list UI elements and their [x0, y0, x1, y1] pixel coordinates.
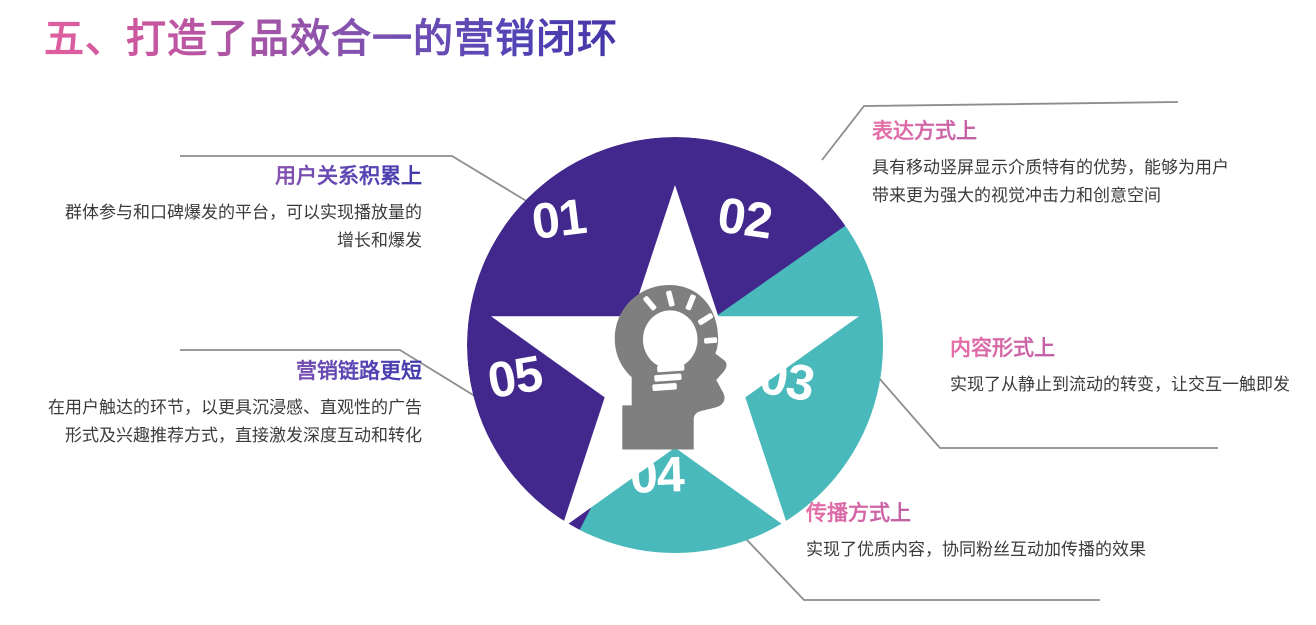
- head-lightbulb-icon: [614, 285, 727, 450]
- info-block-01-body: 群体参与和口碑爆发的平台，可以实现播放量的增长和爆发: [65, 203, 422, 250]
- info-block-05: 营销链路更短 在用户触达的环节，以更具沉浸感、直观性的广告形式及兴趣推荐方式，直…: [40, 358, 422, 449]
- info-block-02-body: 具有移动竖屏显示介质特有的优势，能够为用户带来更为强大的视觉冲击力和创意空间: [872, 158, 1229, 205]
- wheel-number-01[interactable]: 01: [528, 187, 589, 251]
- info-block-01-heading: 用户关系积累上: [60, 163, 422, 190]
- info-block-03-body: 实现了从静止到流动的转变，让交互一触即发: [950, 375, 1290, 395]
- info-block-04-body: 实现了优质内容，协同粉丝互动加传播的效果: [806, 540, 1146, 560]
- wheel-graphic: 01 02 03 04 05: [460, 130, 890, 560]
- info-block-01: 用户关系积累上 群体参与和口碑爆发的平台，可以实现播放量的增长和爆发: [60, 163, 422, 254]
- info-block-03: 内容形式上 实现了从静止到流动的转变，让交互一触即发: [950, 335, 1295, 399]
- wheel-teal-wedge: [579, 225, 884, 555]
- wheel-number-05[interactable]: 05: [483, 344, 547, 410]
- info-block-05-heading: 营销链路更短: [40, 358, 422, 385]
- info-block-05-body: 在用户触达的环节，以更具沉浸感、直观性的广告形式及兴趣推荐方式，直接激发深度互动…: [48, 398, 422, 445]
- page-title: 五、打造了品效合一的营销闭环: [44, 14, 618, 64]
- info-block-04: 传播方式上 实现了优质内容，协同粉丝互动加传播的效果: [806, 500, 1151, 564]
- wheel-number-02[interactable]: 02: [714, 186, 776, 250]
- wheel-number-04[interactable]: 04: [629, 446, 685, 504]
- info-block-02-heading: 表达方式上: [872, 118, 1232, 145]
- info-block-04-heading: 传播方式上: [806, 500, 1151, 527]
- info-block-03-heading: 内容形式上: [950, 335, 1295, 362]
- info-block-02: 表达方式上 具有移动竖屏显示介质特有的优势，能够为用户带来更为强大的视觉冲击力和…: [872, 118, 1232, 209]
- wheel-number-03[interactable]: 03: [755, 347, 819, 413]
